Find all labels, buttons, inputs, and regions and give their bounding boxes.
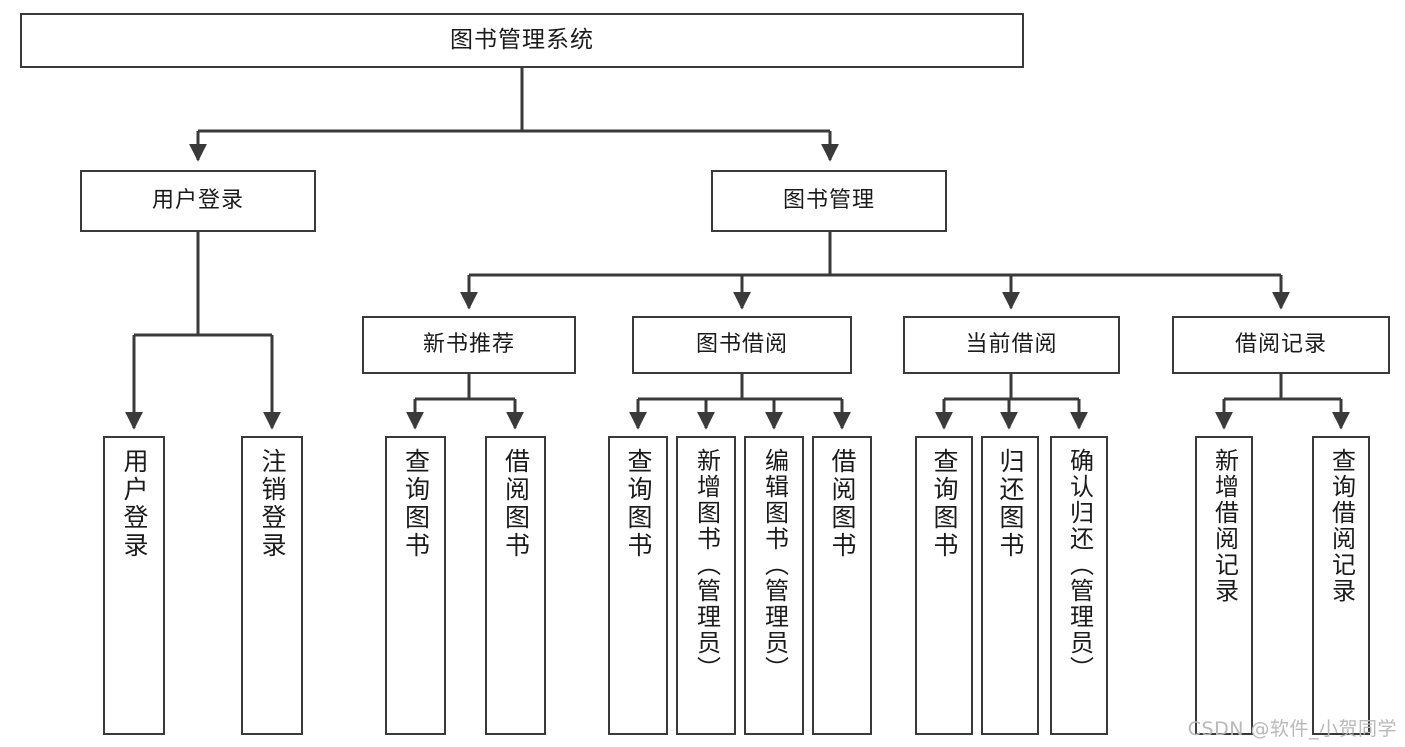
leaf-confirm-return[interactable]: 确认归还（管理员） xyxy=(1050,436,1108,735)
node-root-system[interactable]: 图书管理系统 xyxy=(20,13,1024,68)
leaf-borrow-book-1[interactable]: 借阅图书 xyxy=(485,436,546,735)
leaf-user-login[interactable]: 用户登录 xyxy=(103,436,165,735)
node-borrow-record[interactable]: 借阅记录 xyxy=(1172,316,1390,374)
leaf-borrow-book-2[interactable]: 借阅图书 xyxy=(812,436,872,735)
node-label: 借阅图书 xyxy=(828,448,857,560)
node-label: 新增图书（管理员） xyxy=(692,448,721,682)
node-label: 确认归还（管理员） xyxy=(1065,448,1094,682)
node-label: 查询图书 xyxy=(401,448,431,560)
leaf-edit-book[interactable]: 编辑图书（管理员） xyxy=(744,436,804,735)
node-label: 注销登录 xyxy=(258,448,287,560)
node-label: 图书借阅 xyxy=(695,332,788,358)
leaf-query-book-2[interactable]: 查询图书 xyxy=(608,436,668,735)
node-book-manage[interactable]: 图书管理 xyxy=(711,170,947,232)
leaf-return-book[interactable]: 归还图书 xyxy=(981,436,1039,735)
node-label: 借阅记录 xyxy=(1234,332,1327,358)
leaf-query-book-1[interactable]: 查询图书 xyxy=(385,436,446,735)
node-user-login[interactable]: 用户登录 xyxy=(80,170,316,232)
node-new-book-recommend[interactable]: 新书推荐 xyxy=(362,316,576,374)
leaf-logout-login[interactable]: 注销登录 xyxy=(241,436,303,735)
leaf-query-record[interactable]: 查询借阅记录 xyxy=(1312,436,1370,735)
leaf-add-record[interactable]: 新增借阅记录 xyxy=(1195,436,1253,735)
node-label: 查询图书 xyxy=(930,448,959,560)
node-label: 归还图书 xyxy=(996,448,1025,560)
node-book-borrow[interactable]: 图书借阅 xyxy=(632,316,852,374)
node-label: 新书推荐 xyxy=(422,332,515,358)
node-label: 新增借阅记录 xyxy=(1210,448,1239,604)
node-label: 图书管理系统 xyxy=(450,27,594,54)
node-label: 图书管理 xyxy=(782,188,875,214)
node-label: 借阅图书 xyxy=(501,448,531,560)
node-current-borrow[interactable]: 当前借阅 xyxy=(903,316,1120,374)
node-label: 用户登录 xyxy=(151,188,244,214)
node-label: 编辑图书（管理员） xyxy=(760,448,789,682)
leaf-add-book[interactable]: 新增图书（管理员） xyxy=(676,436,736,735)
node-label: 查询图书 xyxy=(624,448,653,560)
node-label: 用户登录 xyxy=(120,448,149,560)
node-label: 查询借阅记录 xyxy=(1327,448,1356,604)
leaf-query-book-3[interactable]: 查询图书 xyxy=(915,436,973,735)
node-label: 当前借阅 xyxy=(965,332,1058,358)
